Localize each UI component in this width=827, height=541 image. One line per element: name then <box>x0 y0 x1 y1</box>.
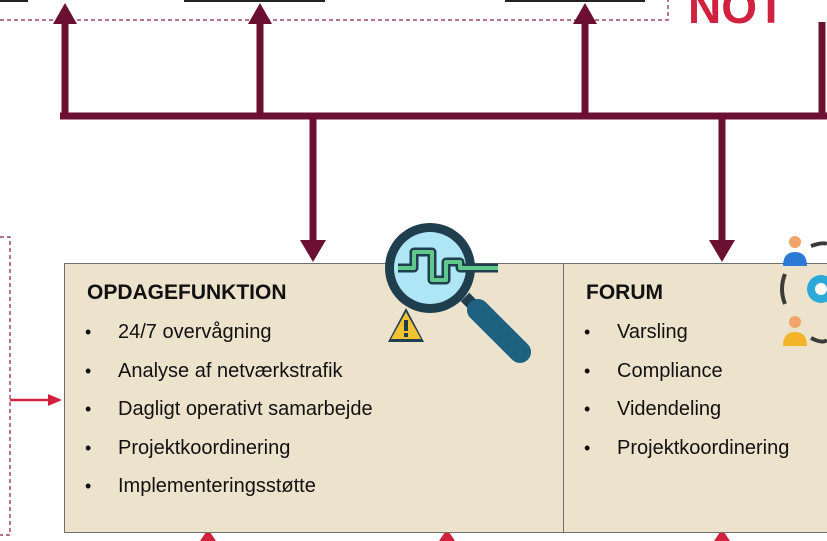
arrowhead-down <box>709 240 735 262</box>
red-input-arrow <box>10 394 62 406</box>
dashed-boundary <box>0 0 669 536</box>
list-item: Analyse af netværkstrafik <box>65 359 373 398</box>
people-network-icon <box>780 236 827 346</box>
arrowhead-up <box>53 3 77 24</box>
list-item: Projektkoordinering <box>65 436 373 475</box>
list-item: Projektkoordinering <box>564 436 789 475</box>
arrowhead-up <box>573 3 597 24</box>
detection-function-title: OPDAGEFUNKTION <box>87 281 287 304</box>
list-item: 24/7 overvågning <box>65 320 373 359</box>
list-item: Compliance <box>564 359 789 398</box>
list-item: Dagligt operativt samarbejde <box>65 397 373 436</box>
arrowhead-up <box>248 3 272 24</box>
forum-list: Varsling Compliance Videndeling Projektk… <box>564 320 789 474</box>
main-connector-bus <box>60 22 827 243</box>
arrowheads-up <box>53 3 597 24</box>
forum-title: FORUM <box>586 281 663 304</box>
list-item: Implementeringsstøtte <box>65 474 373 513</box>
arrowheads-down <box>300 240 735 262</box>
detection-function-list: 24/7 overvågning Analyse af netværkstraf… <box>65 320 373 513</box>
magnifier-network-warning-icon <box>385 223 531 363</box>
arrowhead-down <box>300 240 326 262</box>
list-item: Videndeling <box>564 397 789 436</box>
list-item: Varsling <box>564 320 789 359</box>
top-right-heading-fragment: NOT <box>688 0 786 33</box>
forum-box: FORUM Varsling Compliance Videndeling Pr… <box>563 263 827 533</box>
bottom-red-arrowheads <box>200 529 730 541</box>
